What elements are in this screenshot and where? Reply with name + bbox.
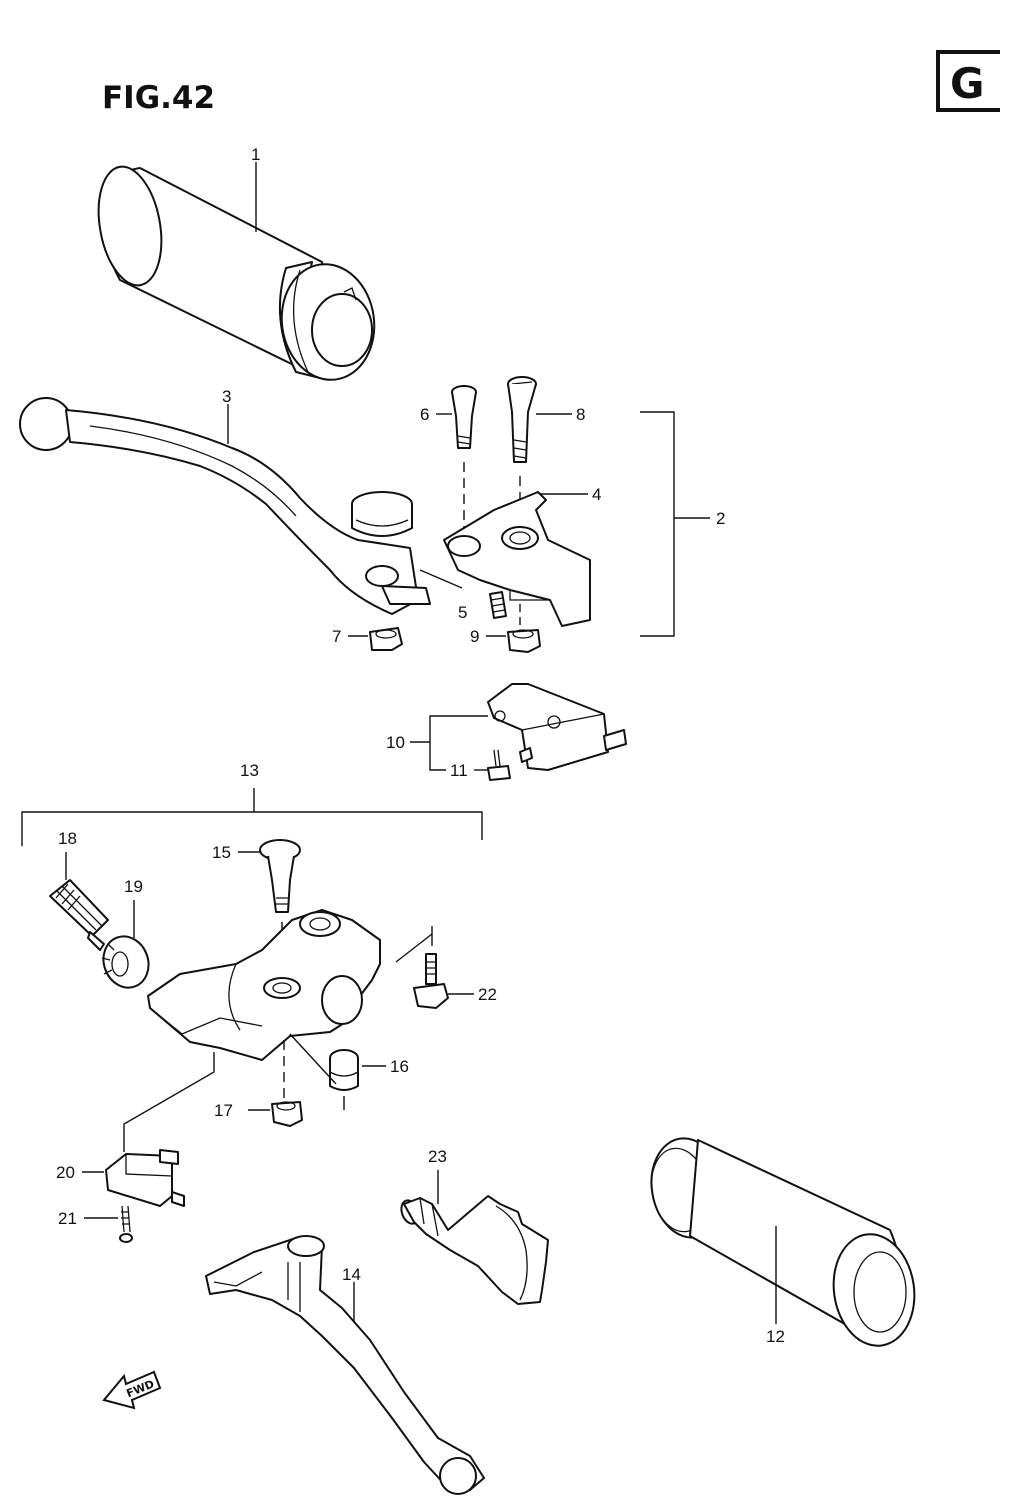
callout-19: 19 (124, 877, 143, 896)
bracket-10 (429, 715, 488, 771)
part-16-collar (329, 1049, 359, 1091)
callout-20: 20 (56, 1163, 75, 1182)
part-20-clutch-switch (105, 1149, 185, 1207)
part-9-nut (507, 629, 541, 653)
part-19-lock-nut (101, 935, 150, 989)
part-6-pivot-bolt (451, 385, 477, 449)
part-11-switch-screw (487, 749, 511, 781)
part-21-switch-screw (119, 1205, 133, 1243)
callout-10: 10 (386, 733, 405, 752)
callout-7: 7 (332, 627, 341, 646)
callout-21: 21 (58, 1209, 77, 1228)
part-14-clutch-lever (205, 1235, 485, 1495)
part-15-pivot-bolt (259, 839, 301, 913)
callout-15: 15 (212, 843, 231, 862)
callout-17: 17 (214, 1101, 233, 1120)
fwd-arrow-icon: FWD (102, 1370, 162, 1410)
part-3-brake-lever (19, 397, 431, 615)
callout-9: 9 (470, 627, 479, 646)
callout-5: 5 (458, 603, 467, 622)
callout-16: 16 (390, 1057, 409, 1076)
callout-1: 1 (251, 145, 260, 164)
callout-13: 13 (240, 761, 259, 780)
part-7-nut (369, 627, 403, 651)
part-13-clutch-lever-holder (147, 909, 381, 1061)
callout-4: 4 (592, 485, 601, 504)
part-23-lever-boot (400, 1195, 549, 1305)
part-4-lever-holder (443, 491, 591, 627)
callout-14: 14 (342, 1265, 361, 1284)
callout-11: 11 (450, 761, 468, 780)
part-8-screw (507, 376, 537, 463)
part-18-cable-adjuster (49, 879, 109, 951)
callout-3: 3 (222, 387, 231, 406)
part-12-left-grip (650, 1137, 916, 1347)
callout-18: 18 (58, 829, 77, 848)
part-22-clamp-bolt (413, 953, 449, 1009)
part-10-brake-switch (487, 683, 627, 771)
callout-22: 22 (478, 985, 497, 1004)
callout-6: 6 (420, 405, 429, 424)
figure-title: FIG.42 (102, 80, 215, 116)
part-1-throttle-grip (97, 165, 376, 381)
bracket-2 (640, 411, 675, 637)
corner-tab: G (936, 50, 1000, 112)
callout-2: 2 (716, 509, 725, 528)
corner-tab-letter: G (950, 59, 984, 108)
callout-8: 8 (576, 405, 585, 424)
part-5-adjuster-screw (489, 591, 507, 619)
part-17-nut (271, 1101, 303, 1127)
callout-23: 23 (428, 1147, 447, 1166)
bracket-13 (21, 811, 483, 846)
callout-12: 12 (766, 1327, 785, 1346)
